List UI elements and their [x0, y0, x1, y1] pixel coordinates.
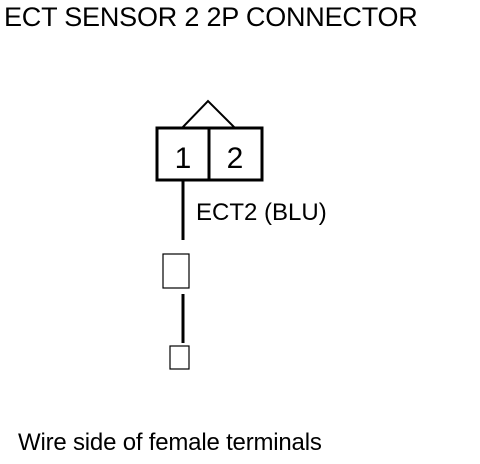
terminal-box-upper — [162, 253, 190, 289]
connector-lock-tab — [181, 99, 236, 129]
diagram-title: ECT SENSOR 2 2P CONNECTOR — [4, 2, 418, 32]
connector-pin-2: 2 — [227, 142, 244, 175]
terminal-box-lower — [169, 345, 190, 370]
wire-label: ECT2 (BLU) — [196, 199, 327, 226]
connector-pin-1: 1 — [175, 142, 192, 175]
view-caption: Wire side of female terminals — [18, 429, 322, 456]
